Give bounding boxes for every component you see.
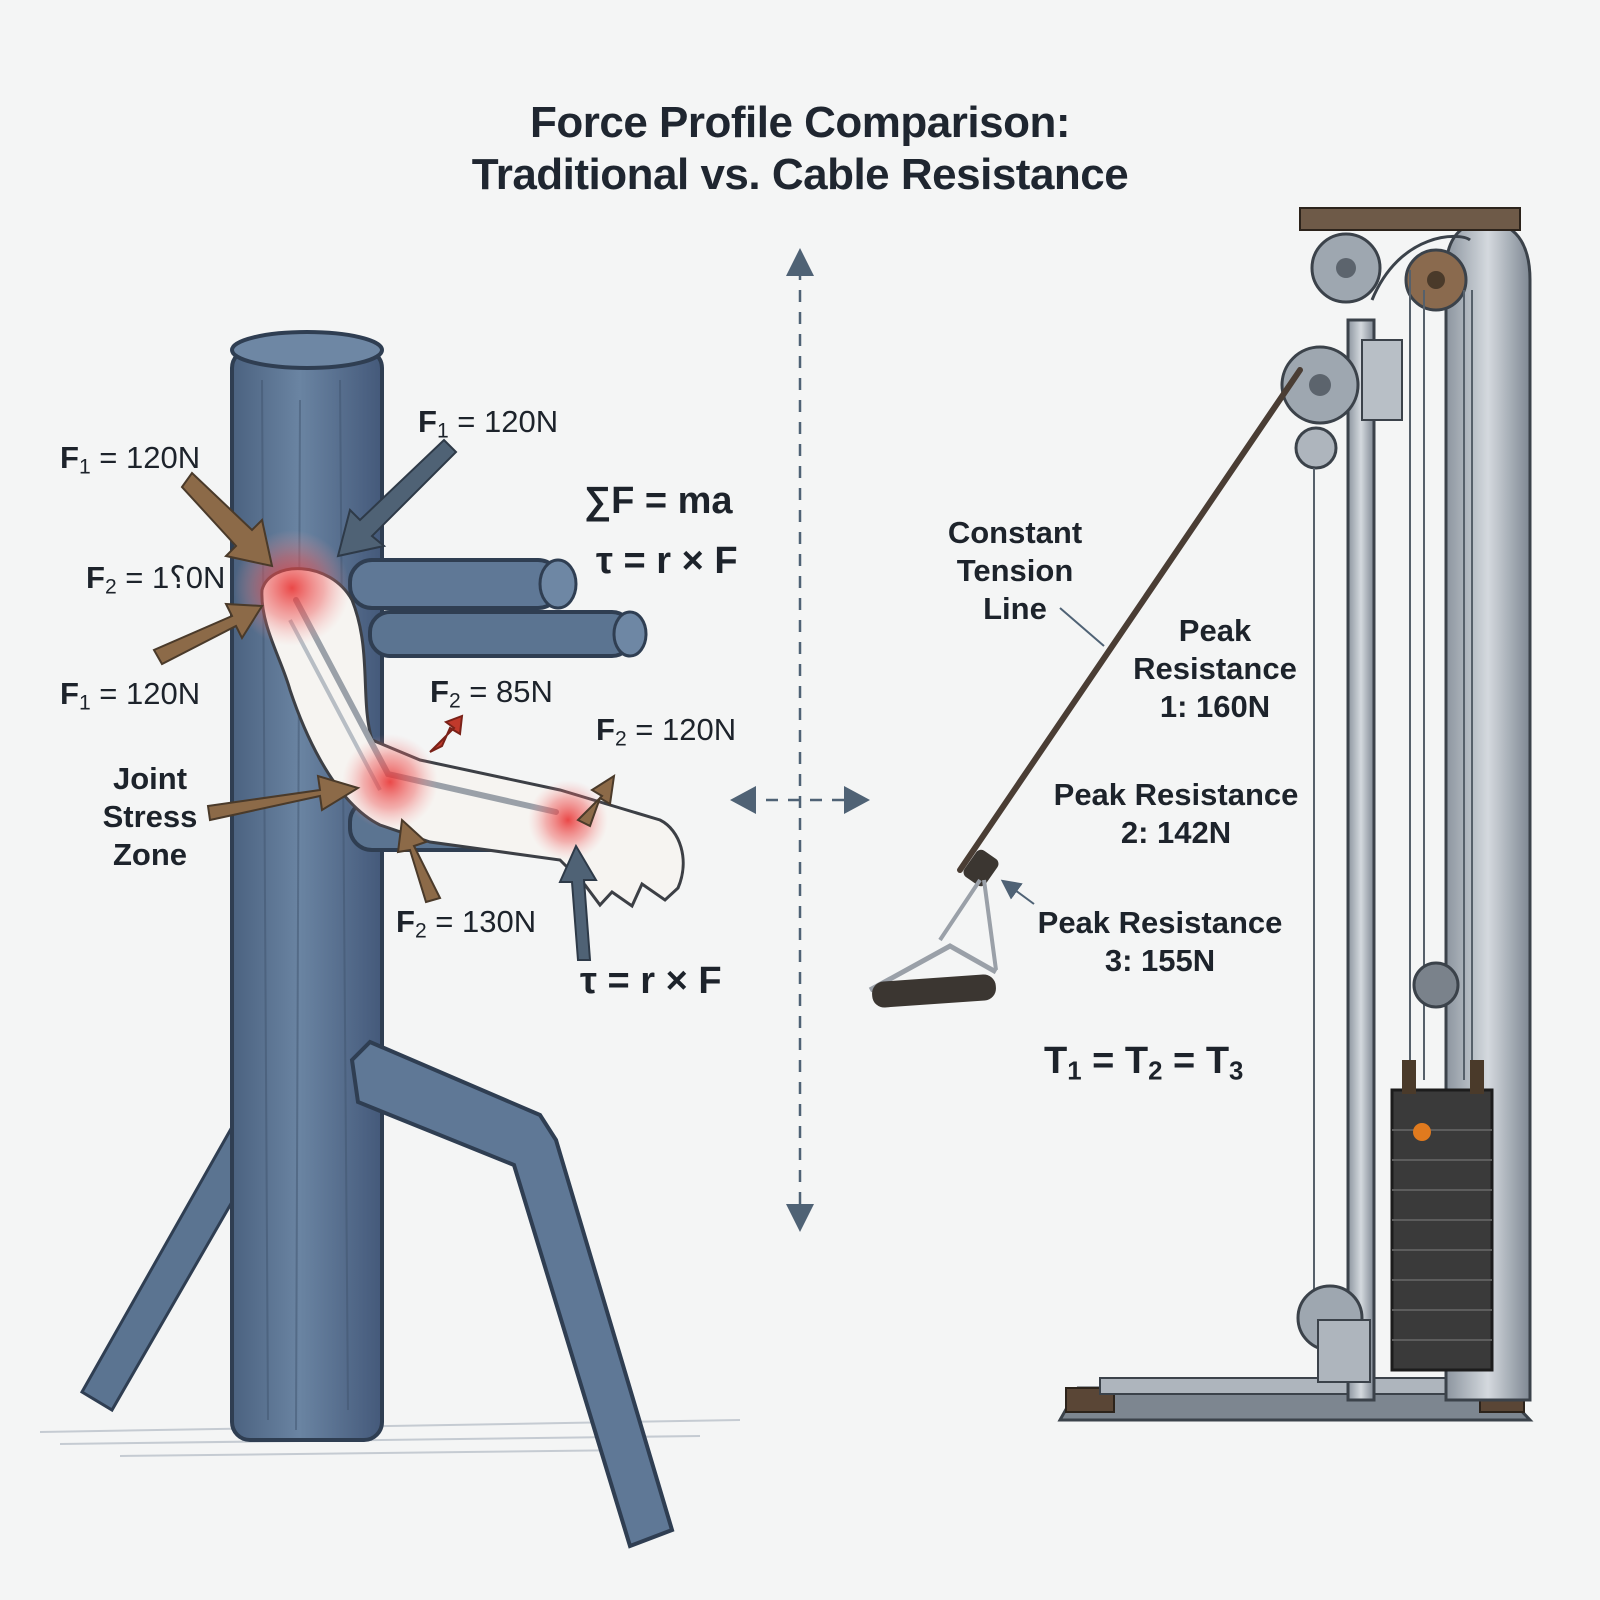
equation-torque-lower: τ = r × F: [580, 960, 722, 1002]
equation-torque: τ = r × F: [596, 540, 738, 582]
panel-divider: [730, 248, 870, 1232]
wooden-dummy-post: [230, 330, 384, 1442]
dummy-upper-arms: [348, 558, 648, 658]
joint-stress-zone-label: Joint Stress Zone: [102, 761, 198, 872]
force-label-f1-top: F1 = 120N: [418, 404, 559, 443]
title-line-2: Traditional vs. Cable Resistance: [471, 150, 1129, 199]
force-label-f2-bottom: F2 = 130N: [396, 904, 537, 943]
dummy-front-leg: [349, 1039, 675, 1549]
force-label-f2-elbow: F2 = 85N: [430, 674, 553, 713]
peak-resistance-1-label: Peak Resistance 1: 160N: [1133, 613, 1297, 724]
constant-tension-line-label: Constant Tension Line: [947, 515, 1083, 626]
callout-leaders: [1000, 607, 1105, 905]
force-label-f1-left: F1 = 120N: [60, 440, 201, 479]
force-label-f1-lower: F1 = 120N: [60, 676, 201, 715]
force-arrows: [152, 438, 616, 961]
title-line-1: Force Profile Comparison:: [529, 98, 1071, 147]
tension-equation: T1 = T2 = T3: [1044, 1040, 1244, 1086]
equation-newton: ∑F = ma: [584, 480, 733, 522]
cable-machine: [868, 207, 1534, 1422]
force-label-f2-shoulder: F2 = 1⸮0N: [86, 560, 226, 599]
peak-resistance-3-label: Peak Resistance 3: 155N: [1037, 905, 1283, 978]
peak-resistance-2-label: Peak Resistance 2: 142N: [1053, 777, 1299, 850]
force-label-f2-wrist: F2 = 120N: [596, 712, 737, 751]
